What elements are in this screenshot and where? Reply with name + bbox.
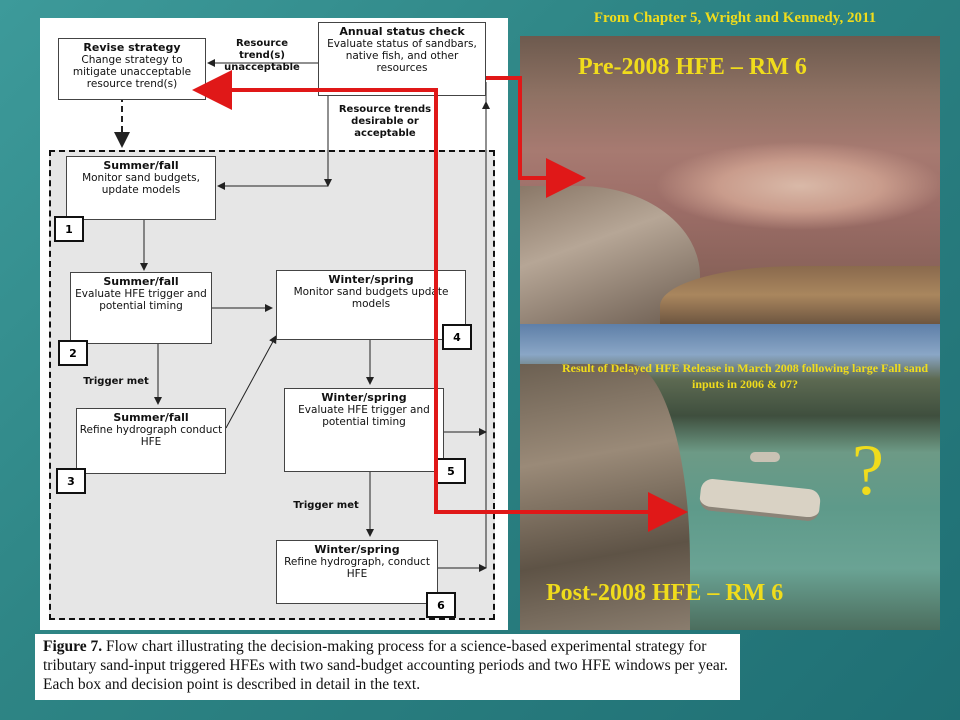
source-note: From Chapter 5, Wright and Kennedy, 2011: [593, 10, 877, 26]
question-mark: ?: [852, 430, 884, 510]
box-4-title: Winter/spring: [328, 273, 414, 286]
caption-text: Flow chart illustrating the decision-mak…: [43, 638, 728, 693]
box-6-number: 6: [426, 592, 456, 618]
pre-2008-photo: [520, 36, 940, 324]
box-1-summer-monitor: Summer/fall Monitor sand budgets, update…: [66, 156, 216, 220]
box-5-title: Winter/spring: [321, 391, 407, 404]
box-4-text: Monitor sand budgets update models: [293, 286, 449, 310]
box-3-summer-refine: Summer/fall Refine hydrograph conduct HF…: [76, 408, 226, 474]
acceptable-label: Resource trends desirable or acceptable: [338, 104, 432, 139]
pre-2008-title: Pre-2008 HFE – RM 6: [578, 54, 807, 80]
post-2008-note: Result of Delayed HFE Release in March 2…: [561, 361, 929, 391]
trigger-met-label-1: Trigger met: [83, 376, 149, 387]
annual-status-box: Annual status check Evaluate status of s…: [318, 22, 486, 96]
box-1-title: Summer/fall: [103, 159, 179, 172]
box-5-number: 5: [436, 458, 466, 484]
box-2-text: Evaluate HFE trigger and potential timin…: [75, 288, 207, 312]
box-4-number: 4: [442, 324, 472, 350]
box-5-winter-evaluate: Winter/spring Evaluate HFE trigger and p…: [284, 388, 444, 472]
box-6-text: Refine hydrograph, conduct HFE: [284, 556, 430, 580]
flowchart-connectors: [114, 59, 490, 572]
box-3-number: 3: [56, 468, 86, 494]
post-2008-photo: [520, 324, 940, 630]
flowchart-panel: Revise strategy Change strategy to mitig…: [40, 18, 508, 630]
box-2-summer-evaluate: Summer/fall Evaluate HFE trigger and pot…: [70, 272, 212, 344]
figure-caption: Figure 7. Flow chart illustrating the de…: [35, 634, 740, 700]
revise-strategy-box: Revise strategy Change strategy to mitig…: [58, 38, 206, 100]
annual-text: Evaluate status of sandbars, native fish…: [327, 38, 477, 74]
distant-raft: [750, 452, 780, 462]
trigger-met-label-2: Trigger met: [293, 500, 359, 511]
box-1-text: Monitor sand budgets, update models: [82, 172, 200, 196]
revise-text: Change strategy to mitigate unacceptable…: [72, 54, 192, 90]
post-2008-title: Post-2008 HFE – RM 6: [546, 580, 784, 606]
box-1-number: 1: [54, 216, 84, 242]
box-6-winter-refine: Winter/spring Refine hydrograph, conduct…: [276, 540, 438, 604]
riverbank-brush: [660, 266, 940, 324]
box-6-title: Winter/spring: [314, 543, 400, 556]
box-3-title: Summer/fall: [113, 411, 189, 424]
box-2-title: Summer/fall: [103, 275, 179, 288]
annual-title: Annual status check: [339, 25, 465, 38]
box-3-text: Refine hydrograph conduct HFE: [79, 424, 223, 448]
revise-title: Revise strategy: [83, 41, 181, 54]
box-5-text: Evaluate HFE trigger and potential timin…: [298, 404, 430, 428]
box-2-number: 2: [58, 340, 88, 366]
caption-label: Figure 7.: [43, 638, 103, 655]
unacceptable-label: Resource trend(s) unacceptable: [224, 38, 300, 73]
